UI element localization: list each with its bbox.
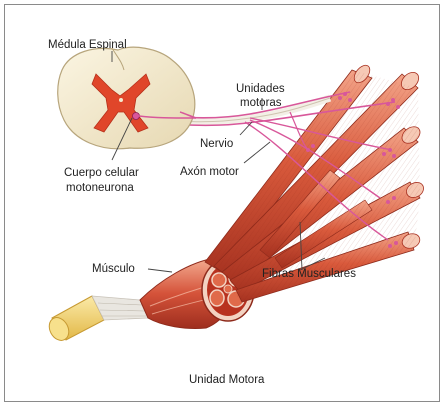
label-cuerpo-line1: Cuerpo celular xyxy=(64,167,139,179)
label-unidades-line1: Unidades xyxy=(236,83,285,95)
label-fibras-musculares: Fibras Musculares xyxy=(262,268,356,280)
tendon xyxy=(45,296,148,344)
label-cuerpo-line2: motoneurona xyxy=(66,182,134,194)
label-medula-espinal: Médula Espinal xyxy=(48,39,127,51)
label-axon-motor: Axón motor xyxy=(180,166,239,178)
label-nervio: Nervio xyxy=(200,138,233,150)
label-musculo: Músculo xyxy=(92,263,135,275)
label-unidades-line2: motoras xyxy=(240,97,282,109)
spinal-cord xyxy=(58,47,196,149)
caption-unidad-motora: Unidad Motora xyxy=(189,374,265,386)
